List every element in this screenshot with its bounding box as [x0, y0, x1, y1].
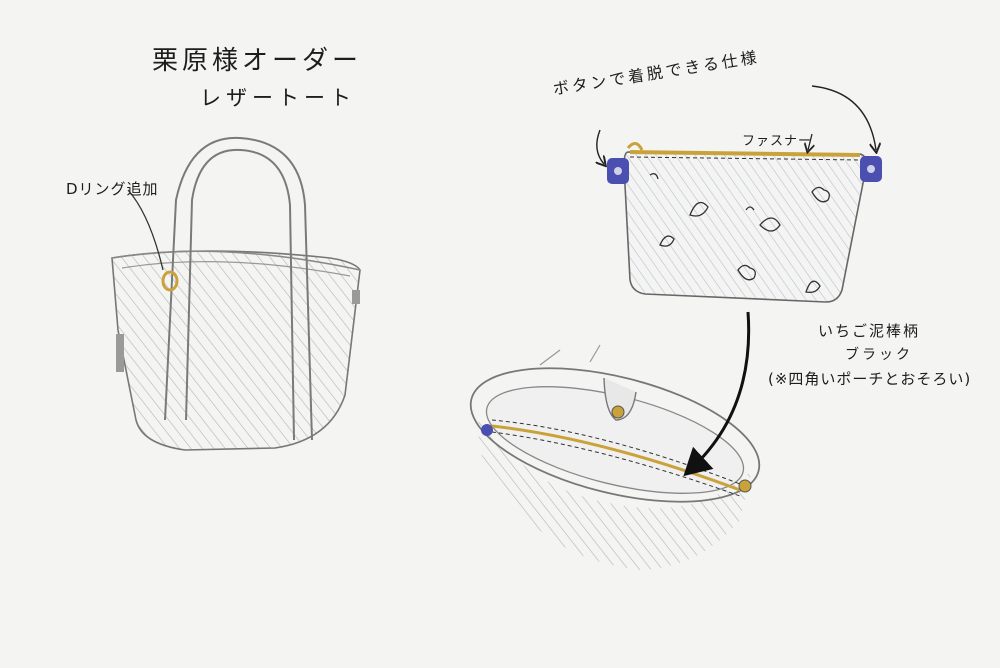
fastener-arrow [808, 133, 812, 150]
right-snap-arrow [811, 85, 876, 150]
color-note: ブラック [845, 347, 913, 363]
tote-top-view-sketch [469, 344, 761, 570]
pattern-note: いちご泥棒柄 [818, 322, 921, 340]
d-ring-note: Dリング追加 [66, 180, 159, 198]
tote-bag-sketch [111, 136, 361, 451]
zipper-line [629, 150, 861, 157]
matching-note: (※四角いポーチとおそろい) [768, 370, 972, 388]
pouch-sketch [607, 142, 882, 303]
fastener-note: ファスナー [742, 134, 813, 149]
order-title: 栗原様オーダー [152, 46, 363, 76]
product-subtitle: レザートート [200, 86, 356, 110]
insert-arrow [683, 311, 751, 477]
pattern-motifs [649, 173, 830, 294]
left-snap-arrow [597, 129, 604, 164]
d-ring-leader-line [127, 189, 164, 271]
